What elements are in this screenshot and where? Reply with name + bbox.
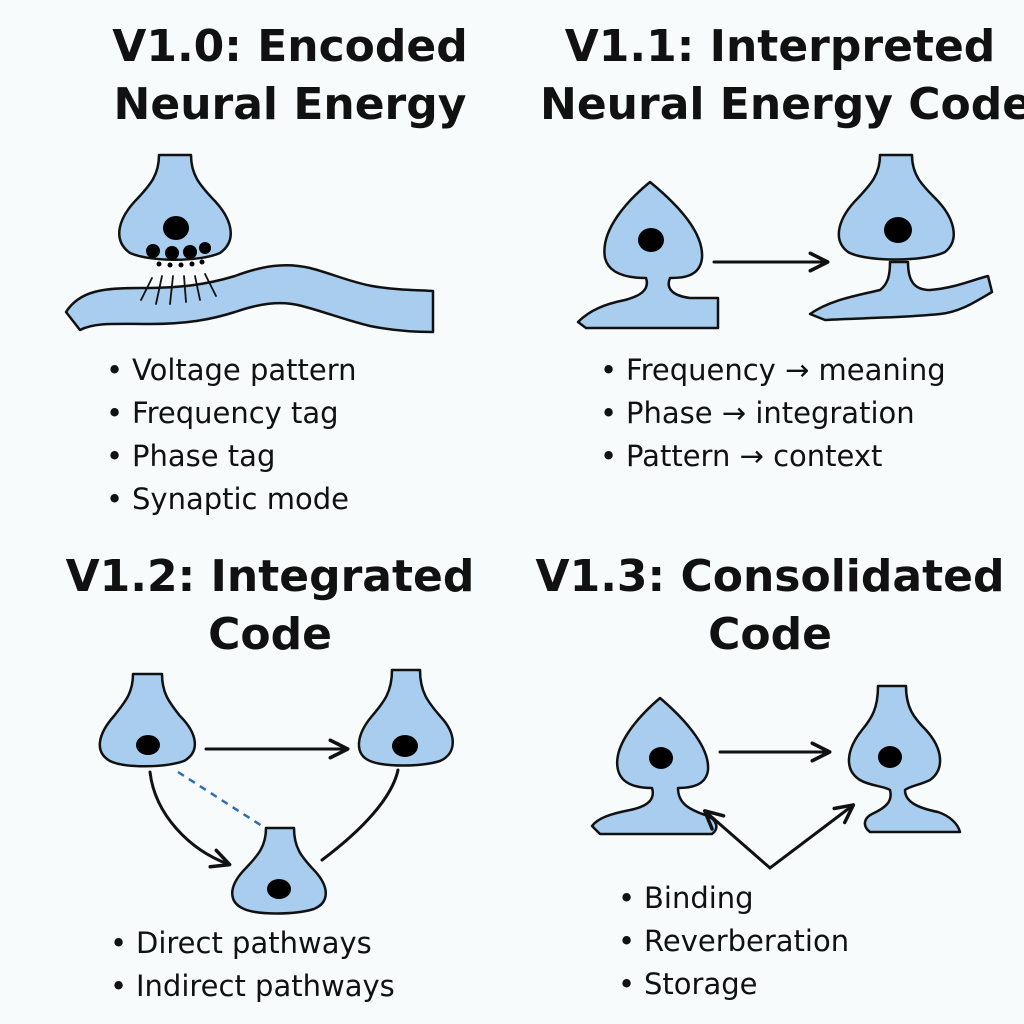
release-line (140, 277, 153, 301)
bullet-item: Frequency tag (106, 392, 357, 435)
panel-title-v1-3-line2: Code (708, 609, 832, 660)
neurotransmitter-release-lines (140, 273, 217, 305)
vesicle (146, 244, 160, 258)
neuron-left-nucleus (649, 747, 673, 769)
neuron-intermediate-nucleus (267, 879, 291, 899)
panel-title-v1-0-line1: V1.0: Encoded (112, 21, 468, 72)
bullet-item: Indirect pathways (110, 965, 395, 1008)
neuron-a (576, 180, 720, 330)
neuron-right (847, 684, 962, 834)
feedback-loop-arrow (702, 803, 856, 870)
presynaptic-terminal (118, 153, 232, 261)
vesicle (178, 262, 184, 268)
presynaptic-nucleus (163, 216, 189, 240)
vesicle (199, 242, 211, 254)
dashed-link (177, 770, 263, 828)
bullet-item: Phase tag (106, 435, 357, 478)
vesicle (189, 261, 195, 267)
panel-v1-3-illustration (590, 684, 962, 870)
panel-title-v1-0-line2: Neural Energy (113, 79, 467, 130)
bullet-item: Direct pathways (110, 922, 395, 965)
postsynaptic-membrane (64, 263, 435, 334)
vesicles (146, 242, 211, 268)
bullet-item: Binding (618, 877, 849, 920)
panel-title-v1-1-line2: Neural Energy Code (540, 79, 1024, 130)
neuron-a-nucleus (638, 228, 664, 252)
panel-v1-1-bullets: Frequency → meaning Phase → integration … (600, 349, 946, 478)
panel-title-v1-2-line1: V1.2: Integrated (65, 551, 475, 602)
neuron-b-receiver (808, 260, 994, 322)
panel-v1-3-bullets: Binding Reverberation Storage (618, 877, 849, 1006)
bullet-item: Phase → integration (600, 392, 946, 435)
bullet-item: Reverberation (618, 920, 849, 963)
intermediate-to-target-line (320, 768, 400, 862)
panel-v1-2-bullets: Direct pathways Indirect pathways (110, 922, 395, 1008)
release-line (204, 273, 217, 297)
panel-title-v1-2-line2: Code (208, 609, 332, 660)
panel-title-v1-1: V1.1: Interpreted Neural Energy Code (540, 18, 1024, 134)
panel-title-v1-2: V1.2: Integrated Code (20, 548, 520, 664)
panel-title-v1-3: V1.3: Consolidated Code (520, 548, 1020, 664)
bullet-item: Frequency → meaning (600, 349, 946, 392)
neuron-source (98, 672, 196, 768)
release-line (169, 275, 174, 305)
neuron-source-nucleus (136, 735, 160, 755)
vesicle (167, 262, 173, 268)
neuron-b-nucleus (884, 217, 912, 243)
vesicle (199, 259, 205, 265)
panel-title-v1-0: V1.0: Encoded Neural Energy (40, 18, 540, 134)
neuron-b (837, 153, 955, 261)
vesicle (165, 246, 179, 260)
release-line (183, 275, 187, 303)
release-line (155, 275, 163, 305)
neuron-right-nucleus (878, 746, 902, 768)
bullet-item: Pattern → context (600, 435, 946, 478)
indirect-pathway-arrow (148, 770, 232, 869)
vesicle (156, 261, 162, 267)
neuron-intermediate (231, 826, 327, 915)
neuron-target (357, 668, 454, 767)
panel-v1-1-illustration (576, 153, 994, 330)
panel-v1-2-illustration (98, 668, 454, 915)
bullet-item: Storage (618, 963, 849, 1006)
bullet-item: Voltage pattern (106, 349, 357, 392)
release-line (194, 275, 201, 301)
vesicle (183, 245, 197, 259)
panel-title-v1-3-line1: V1.3: Consolidated (535, 551, 1005, 602)
panel-title-v1-1-line1: V1.1: Interpreted (564, 21, 996, 72)
bullet-item: Synaptic mode (106, 478, 357, 521)
panel-v1-0-bullets: Voltage pattern Frequency tag Phase tag … (106, 349, 357, 521)
panel-v1-0-illustration (64, 153, 435, 334)
neuron-target-nucleus (392, 735, 418, 757)
